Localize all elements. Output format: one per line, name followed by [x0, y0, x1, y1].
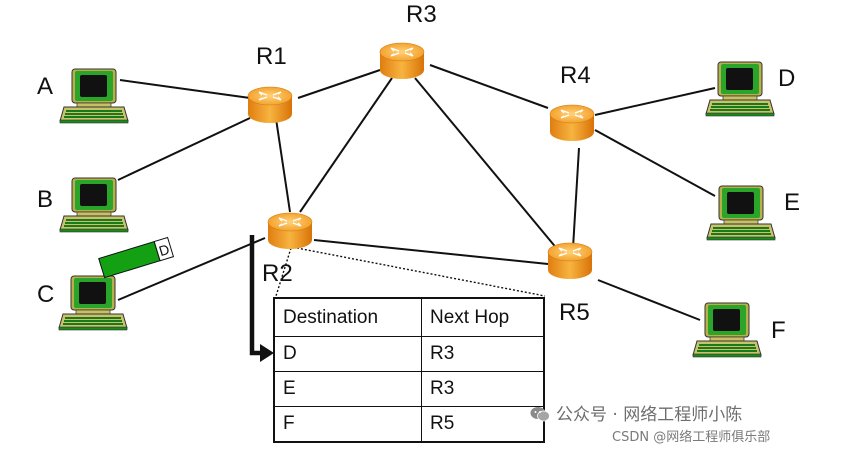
router-icon: [267, 212, 313, 250]
destination-cell: D: [273, 336, 422, 372]
watermark-line1: 公众号 · 网络工程师小陈: [556, 405, 743, 425]
link-c-r2: [117, 237, 266, 301]
table-callout: [275, 247, 546, 297]
router-r1-label: R1: [256, 43, 287, 70]
network-links: [117, 64, 716, 321]
router-icon: [549, 104, 595, 142]
computer-icon: [692, 302, 762, 358]
forwarding-arrow: [249, 235, 274, 362]
next-hop-cell: R3: [421, 336, 545, 372]
link-r4-d: [594, 87, 716, 116]
host-d-label: D: [778, 65, 795, 92]
wechat-icon: [530, 407, 550, 422]
router-r3-label: R3: [406, 1, 437, 28]
column-header-destination: Destination: [273, 297, 422, 337]
link-b-r1: [117, 117, 251, 181]
computer-icon: [59, 177, 129, 233]
link-r3-r5: [414, 77, 559, 251]
destination-cell: F: [273, 406, 422, 443]
router-r2-label: R2: [262, 260, 293, 287]
router-icon: [547, 242, 593, 280]
computer-icon: [59, 68, 129, 124]
table-row: D R3: [273, 336, 545, 372]
table-row: F R5: [273, 406, 545, 443]
host-a-label: A: [37, 73, 53, 100]
table-row: E R3: [273, 371, 545, 407]
computer-icon: [705, 61, 775, 117]
host-e-label: E: [784, 189, 800, 216]
routing-table-header: Destination Next Hop: [273, 297, 545, 337]
computer-icon: [706, 185, 776, 241]
router-icon: [247, 86, 293, 124]
host-b-label: B: [37, 186, 53, 213]
routing-table: Destination Next Hop D R3 E R3 F R5: [273, 297, 545, 443]
watermark-csdn: CSDN @网络工程师俱乐部: [612, 430, 771, 445]
watermark-wechat: 公众号 · 网络工程师小陈: [530, 400, 742, 425]
link-r1-r3: [297, 69, 381, 99]
computer-icon: [58, 275, 128, 331]
next-hop-cell: R5: [421, 406, 545, 443]
link-r4-r5: [572, 147, 580, 249]
link-r5-f: [597, 279, 701, 321]
router-r5-label: R5: [559, 299, 590, 326]
column-header-next-hop: Next Hop: [421, 297, 545, 337]
next-hop-cell: R3: [421, 371, 545, 407]
host-c-label: C: [37, 281, 54, 308]
host-f-label: F: [771, 317, 786, 344]
destination-cell: E: [273, 371, 422, 407]
link-r4-e: [594, 129, 716, 197]
link-a-r1: [119, 79, 251, 99]
packet-dest-label: D: [157, 241, 171, 259]
link-r3-r2: [299, 77, 393, 213]
link-r1-r2: [274, 111, 291, 213]
link-r3-r4: [429, 64, 549, 109]
router-r4-label: R4: [560, 62, 591, 89]
packet-icon: D: [98, 236, 175, 279]
link-r2-r5: [313, 239, 549, 265]
router-icon: [379, 42, 425, 80]
